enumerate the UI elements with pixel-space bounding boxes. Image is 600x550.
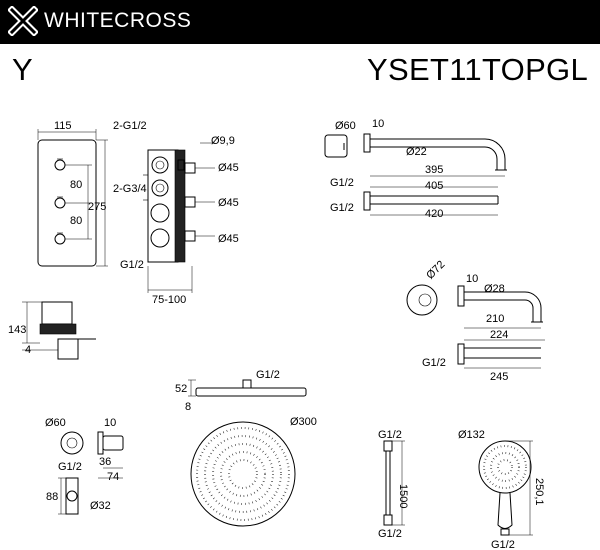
dim-hose-length: 1500 <box>397 484 409 508</box>
dim-holder-height: 88 <box>46 491 58 503</box>
dim-arm-len3: 420 <box>425 208 443 220</box>
thermostat-front-view: 115 275 80 80 <box>37 120 108 267</box>
dim-spout-len3: 245 <box>490 371 508 383</box>
dim-spacing-2: 80 <box>70 215 82 227</box>
concealed-box-view: 2-G1/2 2-G3/4 G1/2 75-100 Ø9,9 Ø45 Ø45 Ø… <box>113 120 239 306</box>
brand-name: WHITECROSS <box>44 9 192 32</box>
dim-hand-diameter: Ø132 <box>458 429 485 441</box>
dim-hose-bottom: G1/2 <box>378 528 402 540</box>
dim-thermostat-width: 115 <box>54 120 72 132</box>
dim-hose-top: G1/2 <box>378 429 402 441</box>
hand-shower-view: Ø132 250,1 G1/2 <box>458 429 545 550</box>
dim-head-height: 52 <box>175 383 187 395</box>
dim-elbow-depth2: 74 <box>107 471 119 483</box>
dim-elbow-flange: Ø60 <box>45 417 66 429</box>
dim-thermostat-height: 275 <box>88 201 106 213</box>
dim-head-diameter: Ø300 <box>290 416 317 428</box>
dim-box-inlets: 2-G3/4 <box>113 183 147 195</box>
dim-spout-offset: 10 <box>466 273 478 285</box>
dim-spacing-1: 80 <box>70 179 82 191</box>
dim-elbow-thread: G1/2 <box>58 461 82 473</box>
dim-box-outlets: 2-G1/2 <box>113 120 147 132</box>
dim-elbow-offset: 10 <box>104 417 116 429</box>
shower-head-view: 52 8 G1/2 Ø300 <box>175 369 317 527</box>
dim-spout-len1: 210 <box>486 313 504 325</box>
dim-spout-thread: G1/2 <box>422 357 446 369</box>
dim-spout-tube: Ø28 <box>484 283 505 295</box>
dim-hand-thread: G1/2 <box>491 539 515 550</box>
dim-arm-flange: Ø60 <box>335 120 356 132</box>
dim-box-inlet: G1/2 <box>120 259 144 271</box>
dim-arm-tube: Ø22 <box>406 146 427 158</box>
dim-arm-len2: 405 <box>425 180 443 192</box>
dim-arm-offset: 10 <box>372 118 384 130</box>
dim-holder-tube: Ø32 <box>90 500 111 512</box>
dim-box-d3: Ø45 <box>218 197 239 209</box>
dim-arm-thread2: G1/2 <box>330 202 354 214</box>
shower-hose-view: G1/2 1500 G1/2 <box>378 429 409 540</box>
dim-spout-len2: 224 <box>490 329 508 341</box>
dim-head-thread: G1/2 <box>256 369 280 381</box>
box-side-view: 143 4 <box>8 301 96 360</box>
dim-side-offset: 4 <box>25 344 31 356</box>
dim-hand-length: 250,1 <box>533 478 545 506</box>
header-bar: WHITECROSS <box>0 0 600 44</box>
series-letter: Y <box>12 52 33 87</box>
bath-spout-view: Ø72 10 Ø28 210 224 245 G1/2 <box>406 259 545 383</box>
dim-side-height: 143 <box>8 324 26 336</box>
dim-head-thick: 8 <box>185 401 191 413</box>
dim-spout-flange: Ø72 <box>424 259 447 282</box>
wall-elbow-view: Ø60 10 G1/2 36 74 88 Ø32 <box>45 417 124 515</box>
dim-arm-len1: 395 <box>425 164 443 176</box>
dim-box-d1: Ø9,9 <box>211 135 235 147</box>
model-code: YSET11TOPGL <box>367 52 588 87</box>
dim-elbow-depth1: 36 <box>99 456 111 468</box>
dim-arm-thread: G1/2 <box>330 177 354 189</box>
whitecross-logo-icon <box>8 6 38 36</box>
dim-box-depth: 75-100 <box>152 294 186 306</box>
dim-box-d2: Ø45 <box>218 162 239 174</box>
shower-arm-view: Ø60 10 Ø22 395 405 420 G1/2 G1/2 <box>324 118 507 220</box>
dim-box-d4: Ø45 <box>218 233 239 245</box>
